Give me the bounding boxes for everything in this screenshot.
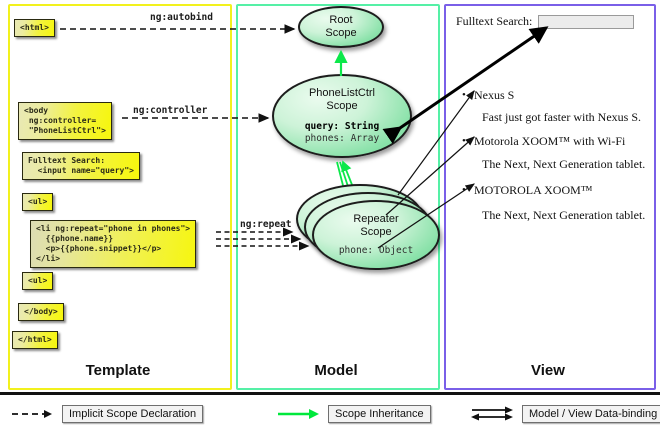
connector-label-ng-autobind: ng:autobind [150, 12, 213, 23]
panel-label-model: Model [314, 362, 358, 379]
view-search-label: Fulltext Search: [456, 14, 533, 28]
code-box-body-open: <body ng:controller= "PhoneListCtrl"> [18, 102, 112, 140]
code-box-html-close: </html> [12, 331, 58, 349]
legend-divider [0, 392, 660, 395]
scope-root: Root Scope [298, 6, 384, 48]
scope-repeater-title-1: Repeater [353, 213, 399, 226]
view-item-name-2: MOTOROLA XOOM™ [474, 183, 593, 197]
scope-repeater-title-2: Scope [360, 226, 392, 239]
scope-ctrl-member-phones: phones: Array [304, 132, 380, 144]
code-box-ul-open: <ul> [22, 193, 54, 211]
panel-label-view: View [531, 362, 565, 379]
code-box-ul-close: <ul> [22, 272, 54, 290]
scope-repeater: Repeater Scope phone: Object [312, 200, 440, 270]
code-box-fulltext-search: Fulltext Search: <input name="query"> [22, 152, 140, 180]
legend-scope-inheritance: Scope Inheritance [276, 405, 431, 423]
bullet-icon: • [462, 184, 466, 196]
scope-root-title-1: Root [329, 14, 353, 27]
scope-ctrl-title-1: PhoneListCtrl [308, 87, 376, 100]
view-list-item-2: • MOTOROLA XOOM™ [462, 183, 593, 198]
view-item-name-0: Nexus S [474, 88, 515, 102]
scope-root-title-2: Scope [325, 27, 357, 39]
scope-ctrl-title-2: Scope [326, 100, 358, 113]
scope-ctrl-member-query: query: String [304, 121, 380, 133]
view-item-snippet-0: Fast just got faster with Nexus S. [482, 110, 641, 124]
view-rendered-page: Fulltext Search: • Nexus S Fast just got… [452, 10, 646, 356]
legend-label-implicit: Implicit Scope Declaration [62, 405, 204, 423]
scope-repeater-member-phone: phone: Object [338, 245, 414, 257]
connector-label-ng-controller: ng:controller [133, 105, 208, 116]
legend-implicit-scope-declaration: Implicit Scope Declaration [10, 405, 204, 423]
dashed-arrow-icon [12, 410, 52, 418]
view-list-item-1: • Motorola XOOM™ with Wi-Fi [462, 134, 626, 149]
scope-phonelistctrl: PhoneListCtrl Scope query: String phones… [272, 74, 412, 158]
bullet-icon: • [462, 89, 466, 101]
connector-label-ng-repeat: ng:repeat [240, 219, 292, 230]
bullet-icon: • [462, 135, 466, 147]
view-list-item-0: • Nexus S [462, 88, 515, 103]
legend-label-inheritance: Scope Inheritance [328, 405, 431, 423]
view-item-name-1: Motorola XOOM™ with Wi-Fi [474, 134, 626, 148]
view-item-snippet-2: The Next, Next Generation tablet. [482, 208, 646, 222]
view-search-row: Fulltext Search: [456, 14, 635, 29]
code-box-body-close: </body> [18, 303, 64, 321]
code-box-li-repeat: <li ng:repeat="phone in phones"> {{phone… [30, 220, 197, 268]
double-arrow-icon [471, 406, 513, 421]
legend-label-databinding: Model / View Data-binding [522, 405, 660, 423]
code-box-html-open: <html> [14, 19, 55, 37]
green-arrow-icon [278, 409, 319, 419]
panel-label-template: Template [85, 362, 151, 379]
view-item-snippet-1: The Next, Next Generation tablet. [482, 157, 646, 171]
legend-model-view-data-binding: Model / View Data-binding [470, 405, 660, 423]
view-search-input[interactable] [538, 14, 635, 29]
